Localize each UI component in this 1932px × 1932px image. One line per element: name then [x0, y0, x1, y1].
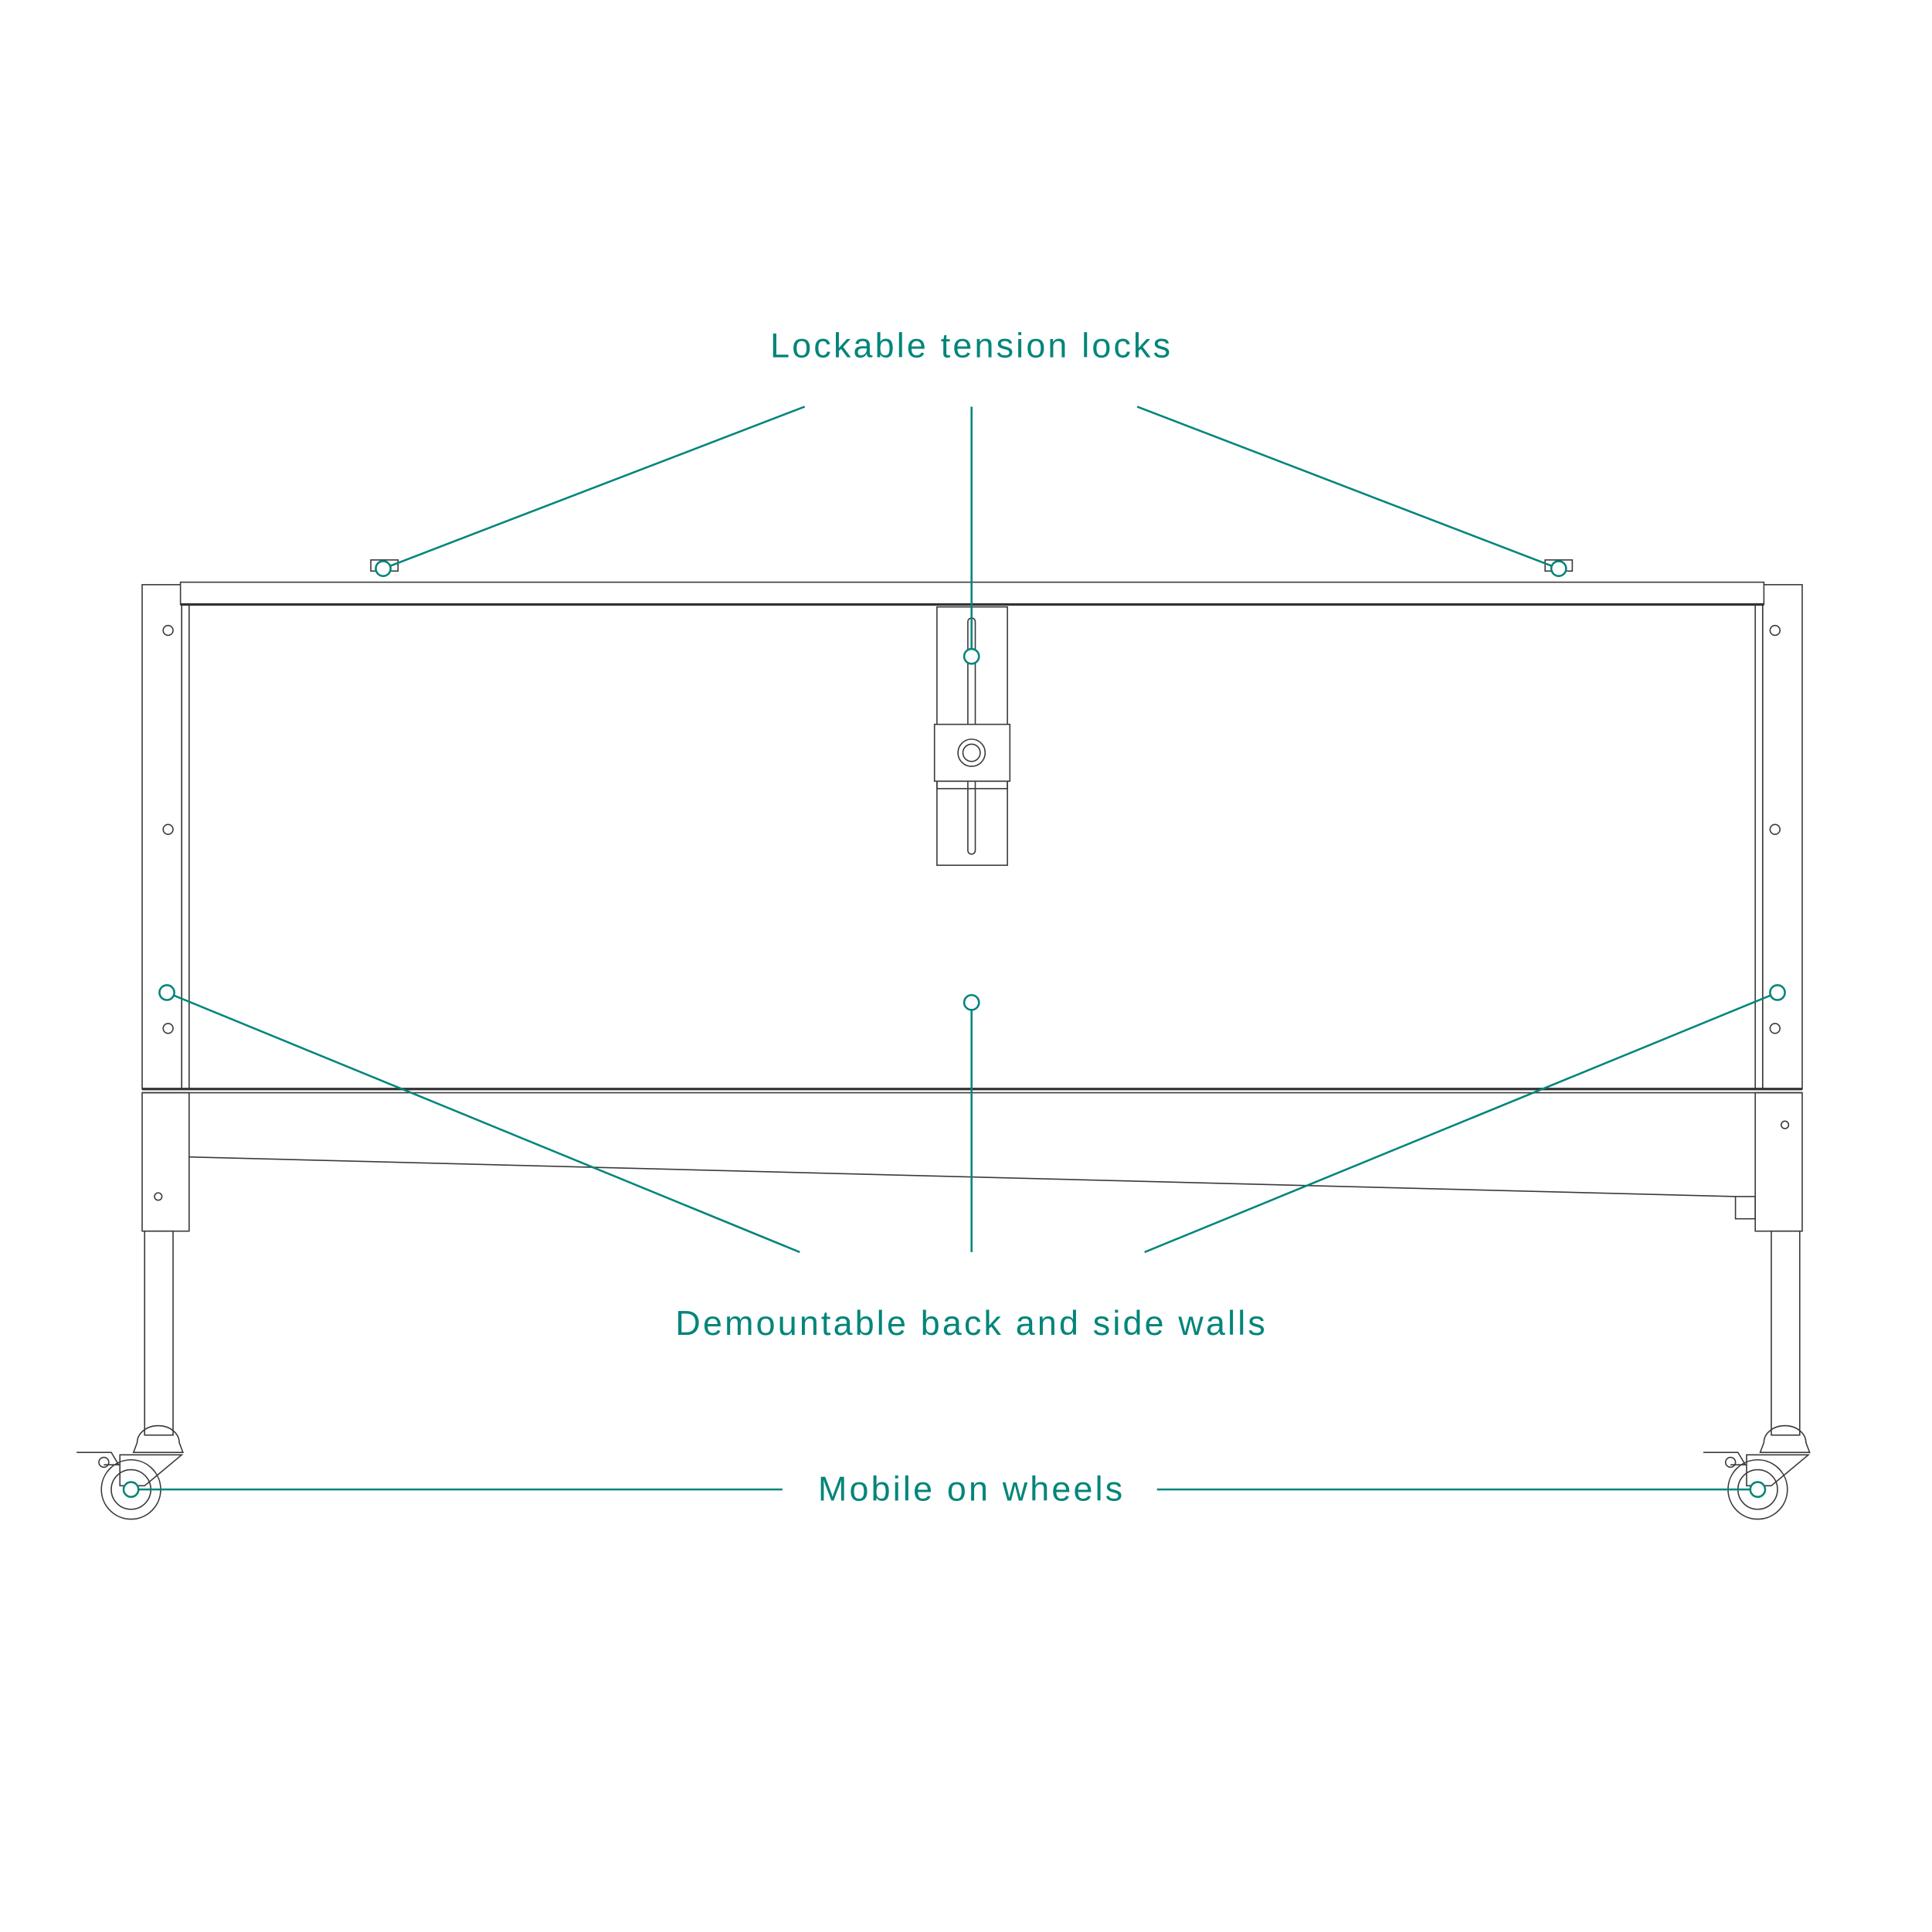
label-tension-locks: Lockable tension locks — [770, 326, 1173, 365]
callout-walls: Demountable back and side walls — [158, 984, 1786, 1343]
label-wheels: Mobile on wheels — [818, 1470, 1125, 1509]
right-caster — [1703, 1424, 1811, 1520]
left-leg — [144, 1230, 174, 1436]
callout-tension-locks: Lockable tension locks — [375, 326, 1567, 665]
right-leg — [1771, 1230, 1801, 1436]
callout-wheels: Mobile on wheels — [122, 1470, 1767, 1509]
bolt-holes — [154, 624, 1790, 1201]
label-walls: Demountable back and side walls — [675, 1304, 1268, 1343]
left-caster — [76, 1424, 184, 1520]
right-post — [1761, 584, 1803, 1090]
left-post — [141, 584, 183, 1090]
trolley-drawing — [76, 559, 1811, 1520]
